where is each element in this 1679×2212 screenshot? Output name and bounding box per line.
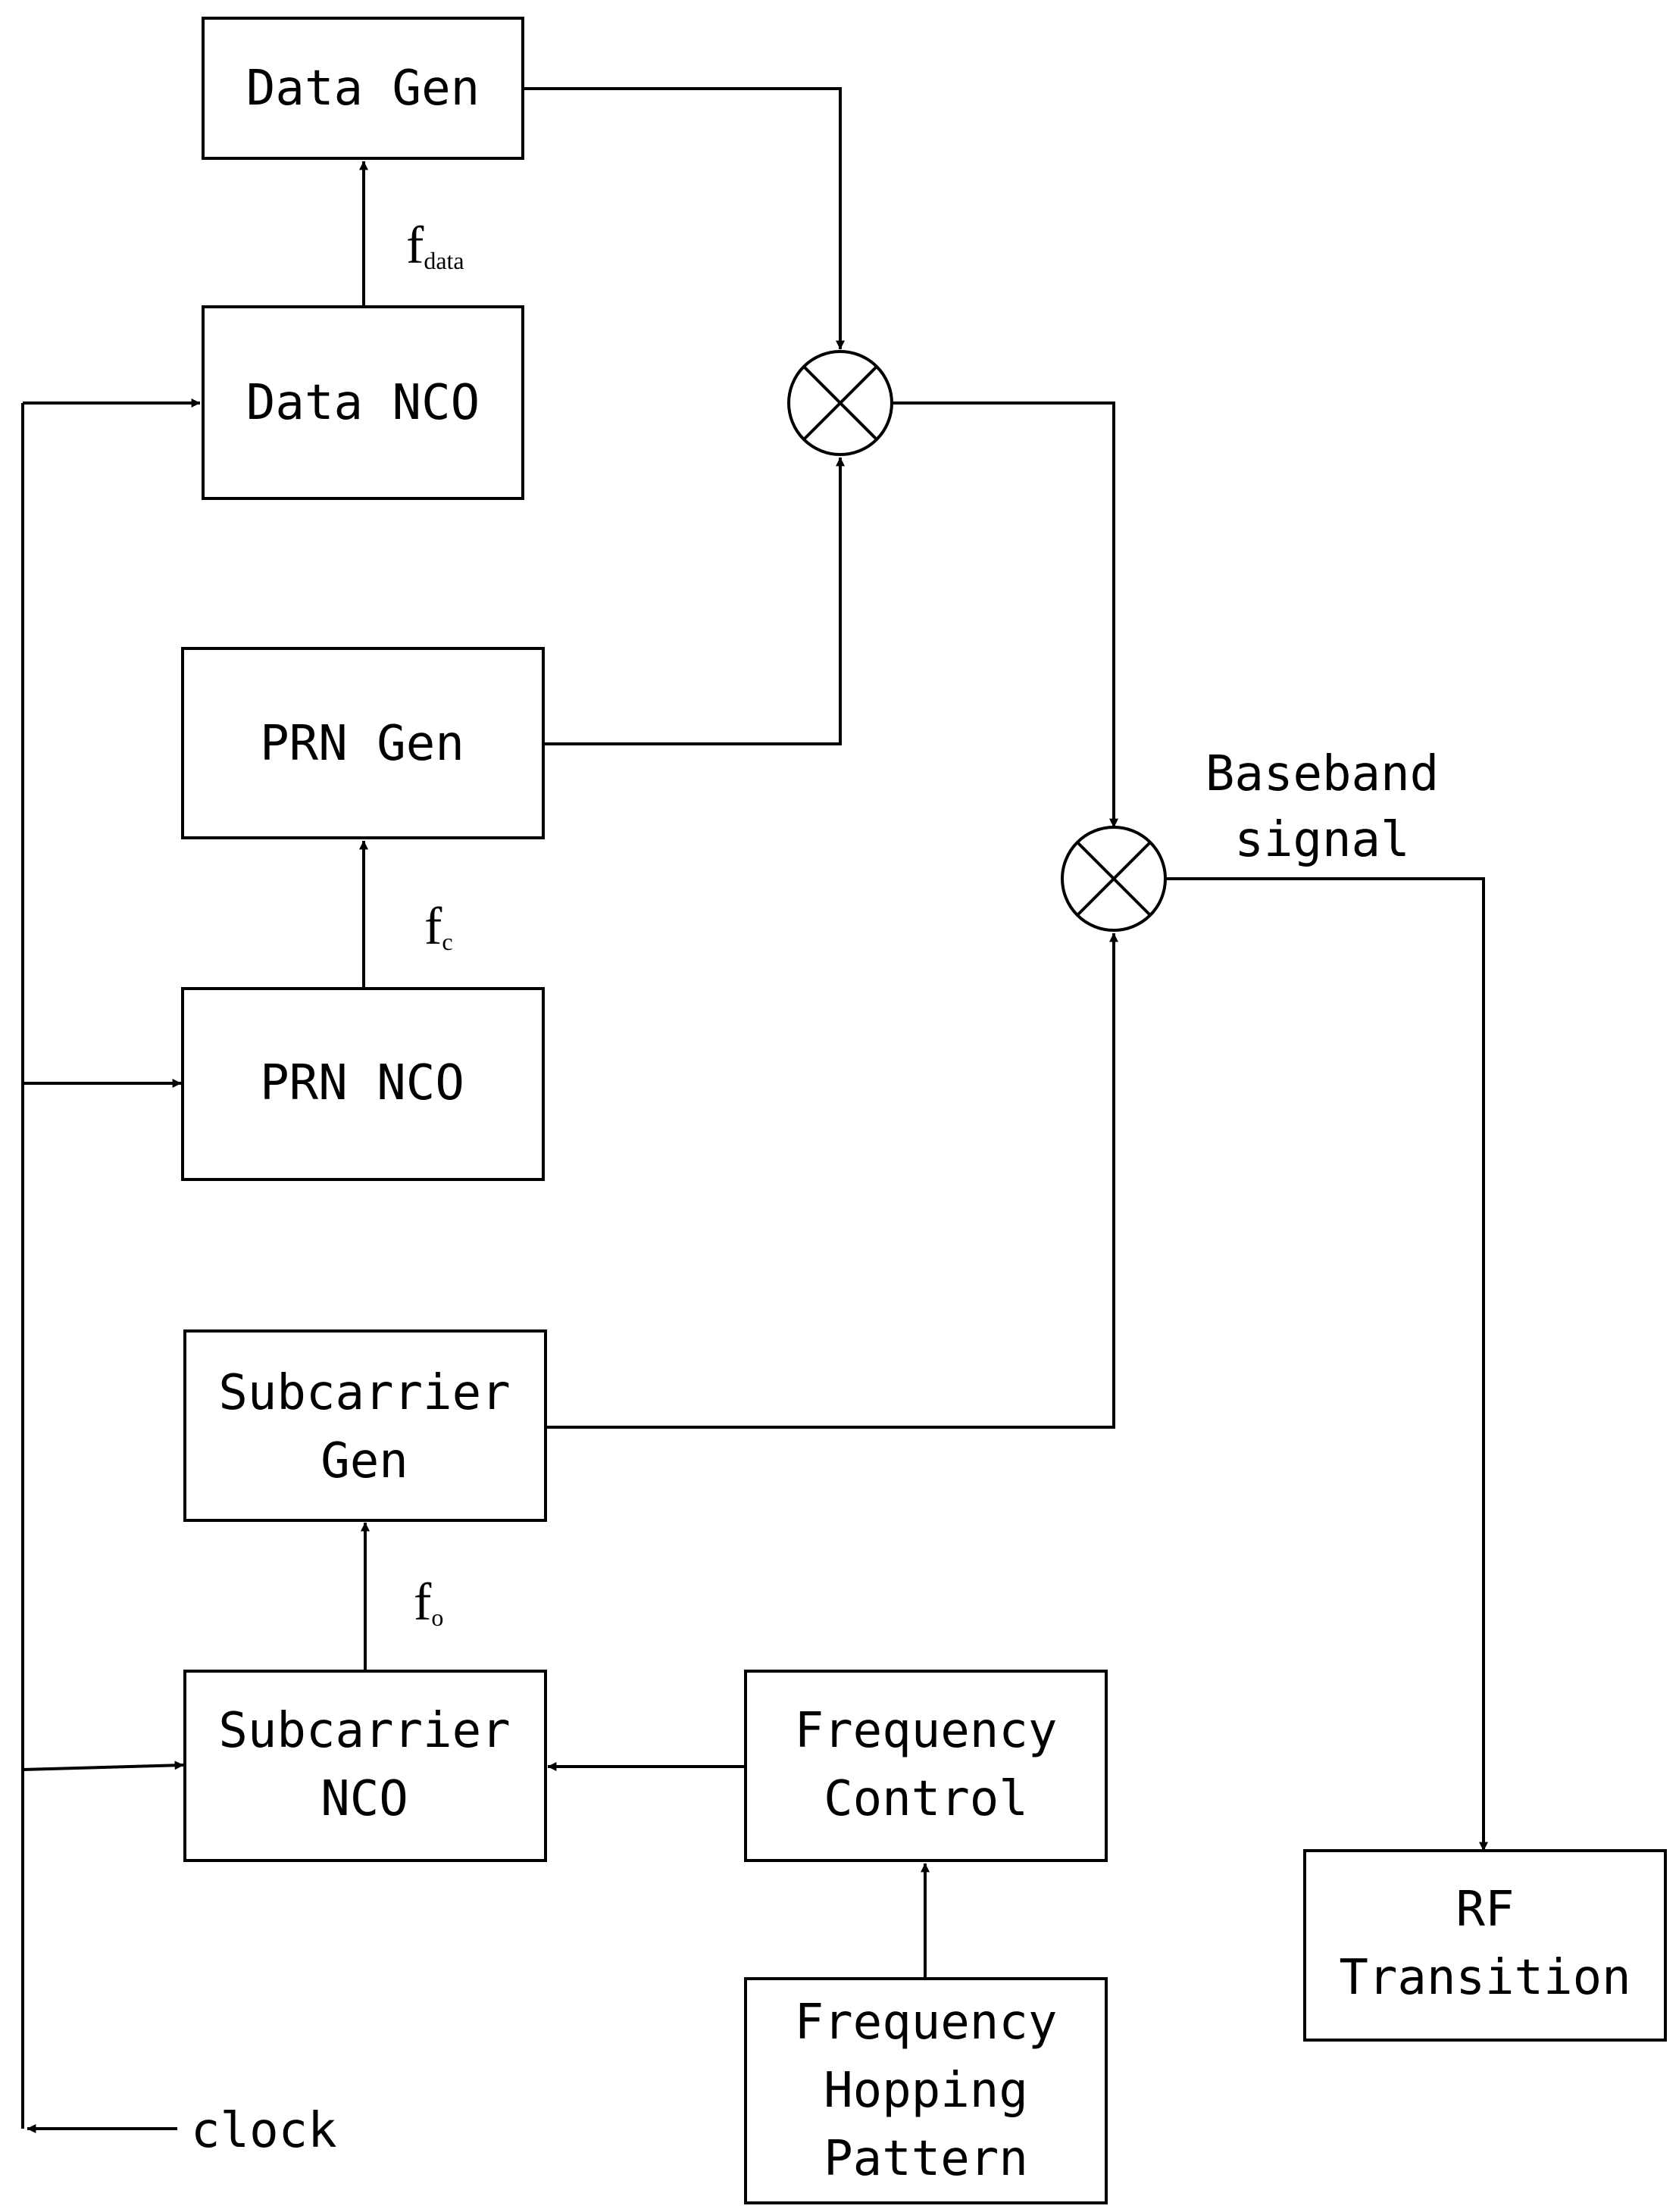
signal-label-f-o: fo [414, 1573, 443, 1632]
subcarrier-gen-label-line-2: Gen [320, 1433, 408, 1489]
frequency-control-label-line-1: Frequency [795, 1703, 1058, 1759]
mixer-2 [1061, 826, 1167, 932]
prn-nco-label-line-1: PRN NCO [260, 1055, 464, 1111]
baseband-signal-label-line1: Baseband [1205, 746, 1439, 802]
frequency-hopping-pattern-label-line-1: Frequency [795, 1995, 1058, 2051]
prn-gen-label-line-1: PRN Gen [260, 716, 464, 772]
clock-label: clock [191, 2103, 337, 2159]
signal-label-f-c: fc [424, 898, 453, 956]
rf-transition-label-line-2: Transition [1339, 1950, 1631, 2006]
mixer1-to-mixer2-arrow [892, 401, 1118, 828]
frequency-hopping-pattern-label-line-3: Pattern [824, 2131, 1028, 2187]
baseband-signal-label-line2: signal [1234, 812, 1409, 868]
subcarrier-gen-label-line-1: Subcarrier [218, 1365, 510, 1421]
rf-transition-block: RF Transition [1303, 1849, 1667, 2042]
rf-transition-label-line-1: RF [1455, 1882, 1514, 1938]
data-gen-to-mixer1-arrow [523, 87, 845, 350]
clock-to-subcarrier-nco-arrow [22, 1761, 184, 1771]
prn-nco-block: PRN NCO [181, 987, 545, 1181]
data-nco-block: Data NCO [202, 305, 524, 500]
signal-label-f-data: fdata [406, 217, 464, 275]
prn-gen-block: PRN Gen [181, 647, 545, 839]
prn-gen-to-mixer1-arrow [543, 457, 845, 745]
subcarrier-nco-label-line-2: NCO [320, 1771, 408, 1827]
subcarrier-gen-to-mixer2-arrow [546, 933, 1118, 1429]
mixer2-to-rf-arrow [1165, 877, 1488, 1851]
data-gen-block: Data Gen [202, 17, 524, 160]
connections [21, 87, 1488, 2133]
data-nco-label-line-1: Data NCO [246, 375, 480, 431]
mixer-1 [787, 350, 893, 456]
data-gen-label-line-1: Data Gen [246, 61, 480, 117]
frequency-hopping-pattern-label-line-2: Hopping [824, 2063, 1028, 2119]
subcarrier-nco-label-line-1: Subcarrier [218, 1703, 510, 1759]
frequency-control-label-line-2: Control [824, 1771, 1028, 1827]
